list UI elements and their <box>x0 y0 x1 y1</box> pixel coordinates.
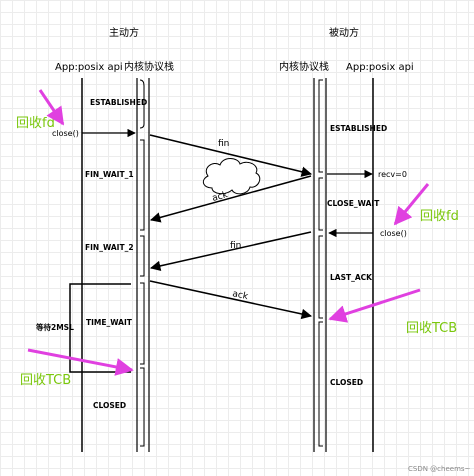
annotation-reclaim-fd-right: 回收fd <box>420 209 459 224</box>
header-kernel-left: 内核协议栈 <box>124 60 174 73</box>
state-left-closed: CLOSED <box>93 401 126 410</box>
cloud-icon <box>202 158 261 195</box>
api-close-left: close() <box>52 129 79 138</box>
label-fin-1: fin <box>218 139 229 149</box>
annotation-arrow-fd-right <box>393 183 430 226</box>
state-left-fin-wait-1: FIN_WAIT_1 <box>85 170 134 179</box>
annotation-reclaim-fd-left: 回收fd <box>16 116 55 131</box>
wait-2msl-bracket <box>69 283 131 373</box>
state-left-established: ESTABLISHED <box>90 98 147 107</box>
header-kernel-right: 内核协议栈 <box>279 60 329 73</box>
state-right-close-wait: CLOSE_WAIT <box>327 199 380 208</box>
arrow-ack-1 <box>149 175 312 223</box>
arrow-fin-2 <box>149 231 312 272</box>
watermark: CSDN @cheems~ <box>408 465 471 473</box>
header-app-left: App:posix api <box>55 62 123 73</box>
annotation-reclaim-tcb-left: 回收TCB <box>20 373 71 388</box>
annotation-arrow-tcb-right <box>328 288 421 323</box>
state-brackets-left <box>139 79 145 447</box>
state-left-time-wait: TIME_WAIT <box>86 318 133 327</box>
api-close-right: close() <box>380 229 407 238</box>
header-passive: 被动方 <box>329 26 359 39</box>
annotation-reclaim-tcb-right: 回收TCB <box>406 321 457 336</box>
state-brackets-right <box>318 79 323 447</box>
label-ack-2: ack <box>231 289 249 302</box>
label-ack-1: ack <box>211 190 229 204</box>
arrow-fin-1 <box>149 134 313 177</box>
api-recv: recv=0 <box>378 170 407 179</box>
label-fin-2: fin <box>230 241 241 251</box>
annotation-arrow-fd-left <box>38 89 65 126</box>
lifeline-kernel-left <box>136 78 150 452</box>
arrow-ack-2 <box>149 280 313 320</box>
header-active: 主动方 <box>109 26 139 39</box>
lifeline-kernel-right <box>313 78 327 452</box>
state-right-last-ack: LAST_ACK <box>330 273 373 282</box>
state-left-fin-wait-2: FIN_WAIT_2 <box>85 243 134 252</box>
state-right-established: ESTABLISHED <box>330 124 387 133</box>
header-app-right: App:posix api <box>346 62 414 73</box>
annotation-arrow-tcb-left <box>27 348 134 376</box>
label-wait-2msl: 等待2MSL <box>36 322 74 332</box>
state-right-closed: CLOSED <box>330 378 363 387</box>
